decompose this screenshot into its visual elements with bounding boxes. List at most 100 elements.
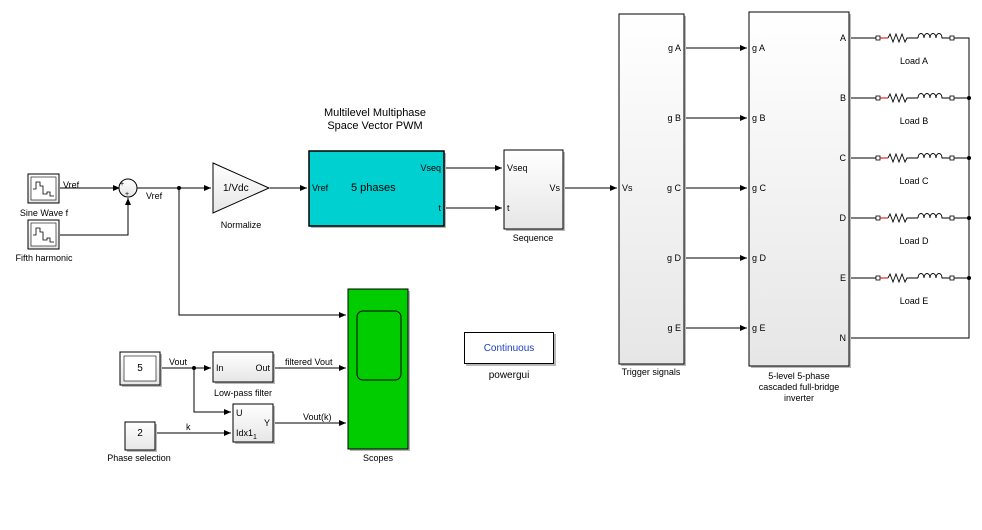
lowpass-out-port: Out — [255, 363, 270, 373]
sine-wave-label: Sine Wave f — [19, 208, 69, 218]
inverter-label-line2: cascaded full-bridge — [758, 382, 840, 392]
filtered-vout-label: filtered Vout — [285, 357, 333, 367]
vref-junction — [177, 186, 181, 190]
load-neutral-wires — [954, 97, 969, 279]
load-d-label: Load D — [899, 236, 929, 246]
resistor-icon — [887, 212, 918, 224]
pwm-title-line1: Multilevel Multiphase — [323, 107, 427, 119]
sine-out-label: Vref — [63, 180, 80, 190]
sum-out-label: Vref — [146, 191, 163, 201]
k-signal-label: k — [186, 422, 191, 432]
inverter-out-e: E — [839, 273, 846, 283]
rl-load-d[interactable] — [875, 212, 955, 224]
inverter-in-ge: g E — [752, 323, 766, 333]
resistor-icon — [887, 152, 918, 164]
neutral-junction-d — [967, 216, 971, 220]
junctions — [177, 96, 971, 370]
sequence-in-vseq: Vseq — [507, 163, 528, 173]
scopes-label: Scopes — [362, 453, 394, 463]
rl-load-c[interactable] — [875, 152, 955, 164]
inverter-out-b: B — [839, 93, 846, 103]
constant-2-value: 2 — [137, 428, 143, 439]
rl-load-b[interactable] — [875, 92, 955, 104]
neutral-junction-b — [967, 96, 971, 100]
inverter-in-ga: g A — [752, 43, 766, 53]
inverter-block[interactable] — [748, 11, 851, 368]
neutral-junction-c — [967, 156, 971, 160]
pwm-in-port: Vref — [312, 183, 329, 193]
pwm-title-line2: Space Vector PWM — [327, 120, 423, 132]
powergui-label: powergui — [488, 370, 530, 381]
loads — [875, 32, 955, 284]
scope-screen-icon — [356, 310, 402, 381]
resistor-icon — [887, 272, 918, 284]
plus-sign: + — [125, 191, 129, 198]
inverter-in-gd: g D — [752, 253, 767, 263]
sequence-block[interactable] — [503, 149, 565, 231]
inverter-in-gb: g B — [752, 113, 766, 123]
rl-load-e[interactable] — [875, 272, 955, 284]
lowpass-in-port: In — [216, 363, 224, 373]
sequence-label: Sequence — [512, 233, 554, 243]
sequence-in-t: t — [507, 203, 510, 213]
fifth-harmonic-block[interactable] — [27, 219, 60, 250]
trigger-signals-block[interactable] — [618, 13, 686, 366]
inductor-icon — [917, 153, 950, 159]
inverter-in-gc: g C — [752, 183, 767, 193]
constant-2-block[interactable] — [124, 421, 157, 452]
fifth-harmonic-label: Fifth harmonic — [15, 253, 73, 263]
fifth-to-sum-line — [60, 198, 131, 236]
signal-lines — [60, 37, 970, 436]
inductor-icon — [917, 33, 950, 39]
trigger-out-ge: g E — [667, 323, 681, 333]
scopes-block[interactable] — [347, 288, 410, 451]
lowpass-filter-block[interactable] — [212, 351, 275, 384]
sequence-out-vs: Vs — [549, 183, 560, 193]
selector-in-u: U — [236, 408, 243, 418]
load-a-label: Load A — [899, 56, 929, 66]
selector-out-y: Y — [263, 418, 270, 428]
inductor-icon — [917, 273, 950, 279]
staircase-wave-icon — [33, 227, 54, 243]
pwm-block[interactable] — [308, 150, 446, 228]
vout-junction — [192, 366, 196, 370]
trigger-signals-label: Trigger signals — [621, 367, 681, 377]
normalize-gain-block[interactable] — [212, 162, 271, 214]
vout-signal-label: Vout — [169, 357, 188, 367]
constant-5-value: 5 — [137, 363, 143, 374]
inductor-icon — [917, 93, 950, 99]
load-b-label: Load B — [899, 116, 929, 126]
resistor-icon — [887, 92, 918, 104]
inverter-label-line3: inverter — [783, 393, 815, 403]
phase-selection-label: Phase selection — [107, 453, 171, 463]
vout-k-label: Vout(k) — [303, 412, 332, 422]
inverter-out-d: D — [839, 213, 847, 223]
pwm-out-port-t: t — [438, 203, 441, 213]
selector-block[interactable] — [232, 403, 275, 444]
trigger-out-ga: g A — [667, 43, 681, 53]
powergui-continuous-button[interactable]: Continuous — [464, 332, 554, 364]
plus-sign: + — [120, 181, 124, 188]
selector-in-idx: Idx11 — [236, 428, 257, 441]
load-e-label: Load E — [899, 296, 929, 306]
neutral-junction-e — [967, 276, 971, 280]
sine-wave-block[interactable] — [27, 173, 60, 204]
sum-block[interactable]: + + — [118, 178, 138, 198]
resistor-icon — [887, 32, 918, 44]
staircase-wave-icon — [33, 181, 54, 197]
inverter-out-a: A — [839, 33, 846, 43]
pwm-center-text: 5 phases — [351, 182, 396, 194]
inductor-icon — [917, 213, 950, 219]
constant-5-block[interactable] — [119, 351, 162, 387]
load-c-label: Load C — [899, 176, 929, 186]
inverter-out-c: C — [839, 153, 847, 163]
vout-to-selector-line — [193, 368, 231, 415]
normalize-label: Normalize — [220, 220, 262, 230]
trigger-out-gd: g D — [666, 253, 681, 263]
inverter-label-line1: 5-level 5-phase — [768, 371, 830, 381]
trigger-in-vs: Vs — [622, 183, 633, 193]
trigger-out-gc: g C — [666, 183, 681, 193]
rl-load-a[interactable] — [875, 32, 955, 44]
neutral-bus — [850, 37, 970, 339]
